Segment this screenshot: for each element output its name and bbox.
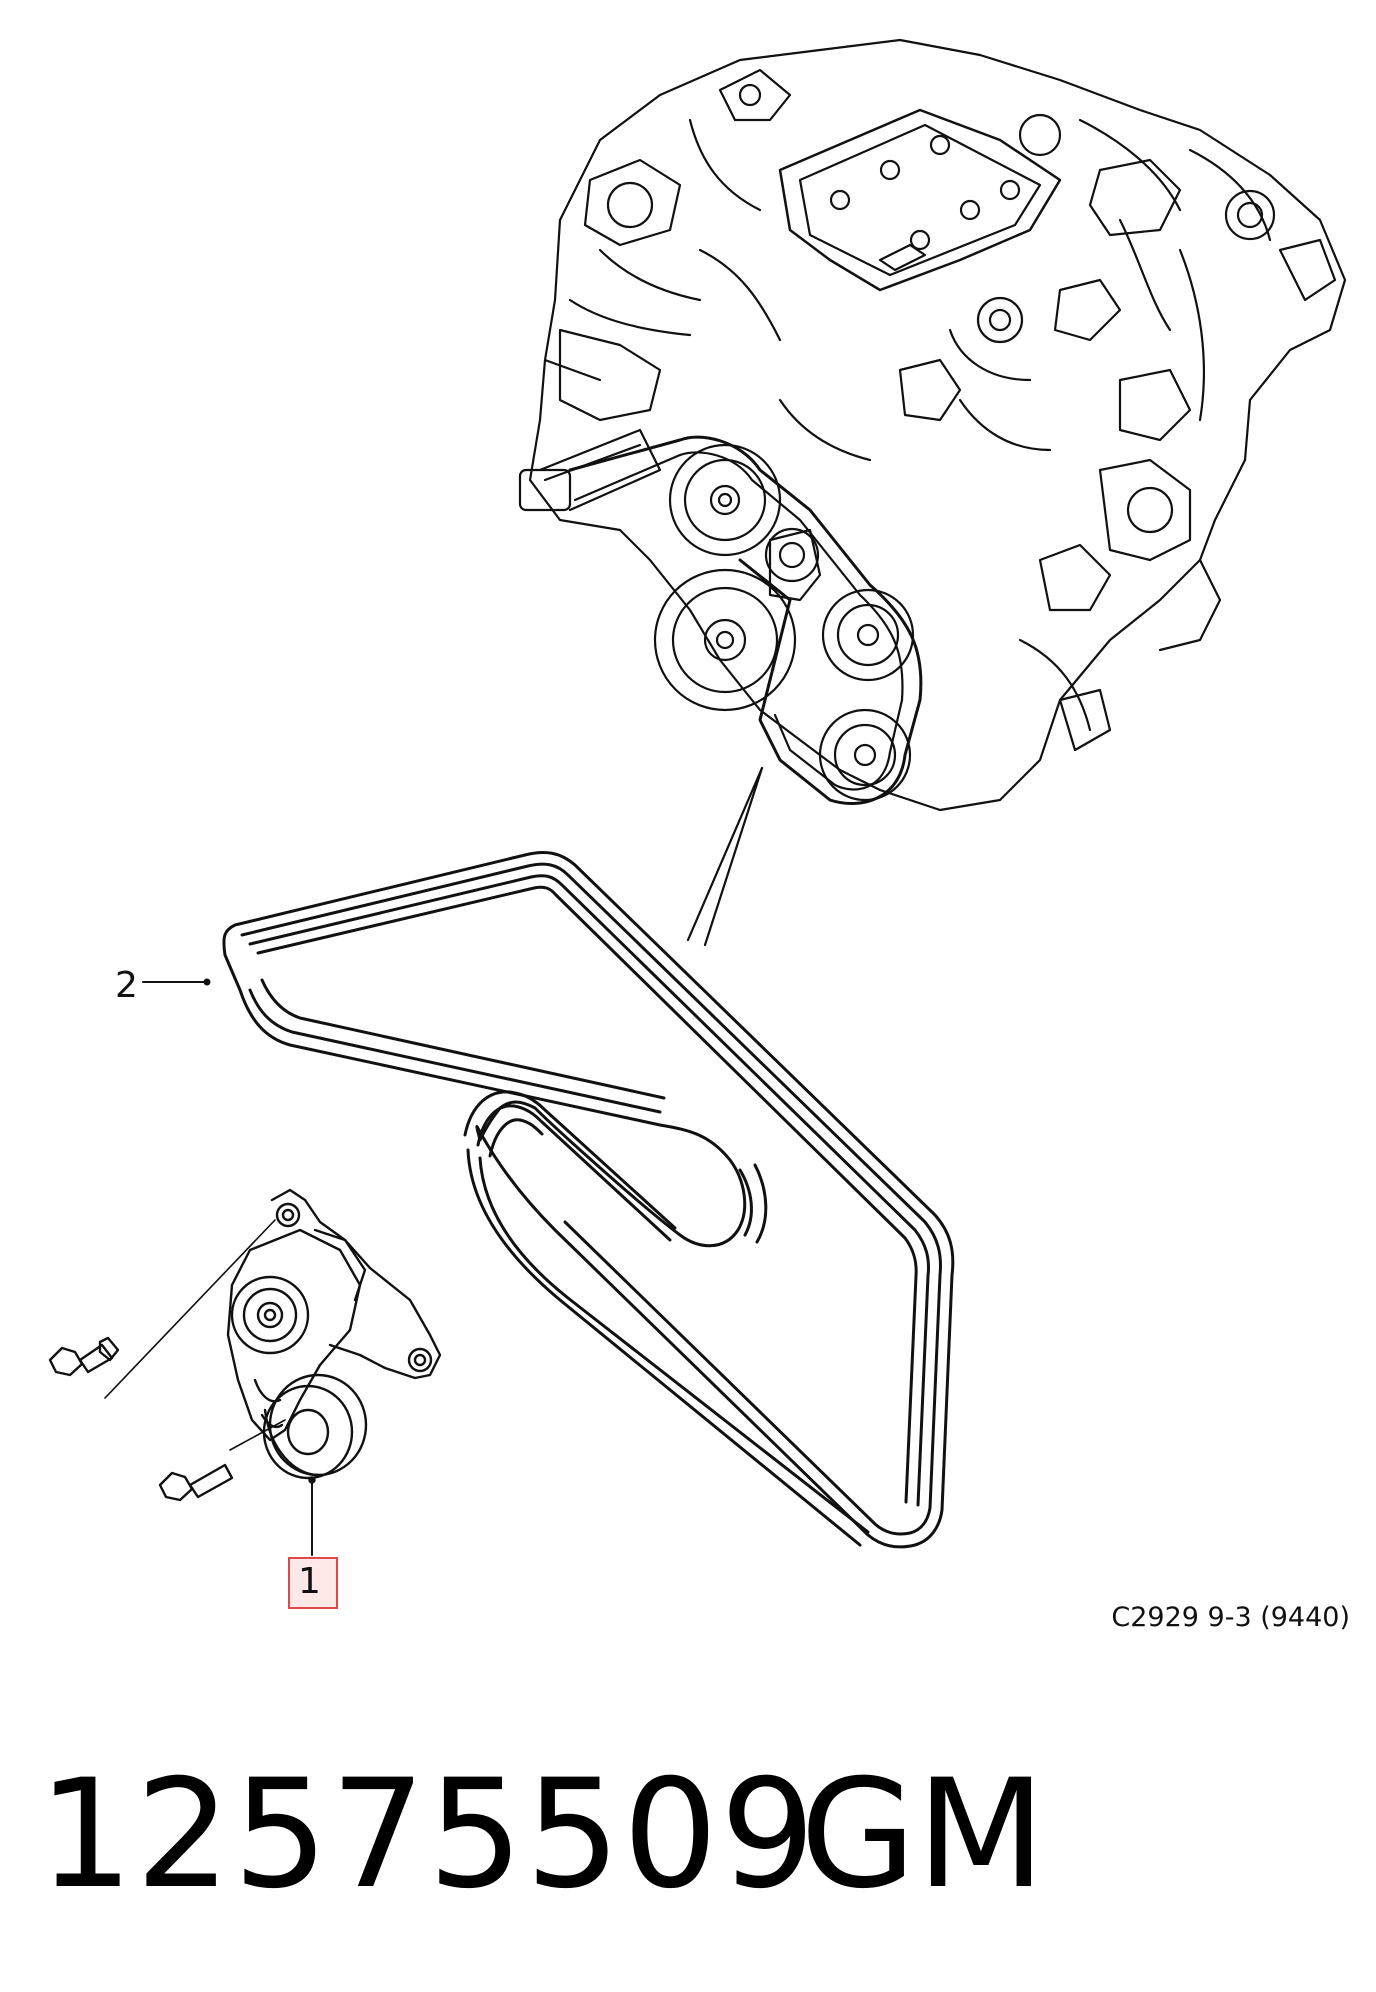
callout-belt-number: 2 — [115, 965, 138, 1006]
diagram-reference-code: C2929 9-3 (9440) — [1111, 1602, 1350, 1633]
belt-tensioner-assembly — [48, 1188, 442, 1556]
engine-to-belt-leader — [686, 766, 764, 947]
callout-2-leader — [142, 978, 211, 986]
serpentine-belt — [222, 851, 955, 1549]
brand-name: GM — [800, 1748, 1046, 1922]
callout-tensioner-number[interactable]: 1 — [298, 1561, 321, 1602]
callout-highlight-box[interactable] — [288, 1557, 338, 1609]
part-number: 12575509 — [38, 1748, 818, 1922]
engine-assembly — [518, 38, 1347, 812]
